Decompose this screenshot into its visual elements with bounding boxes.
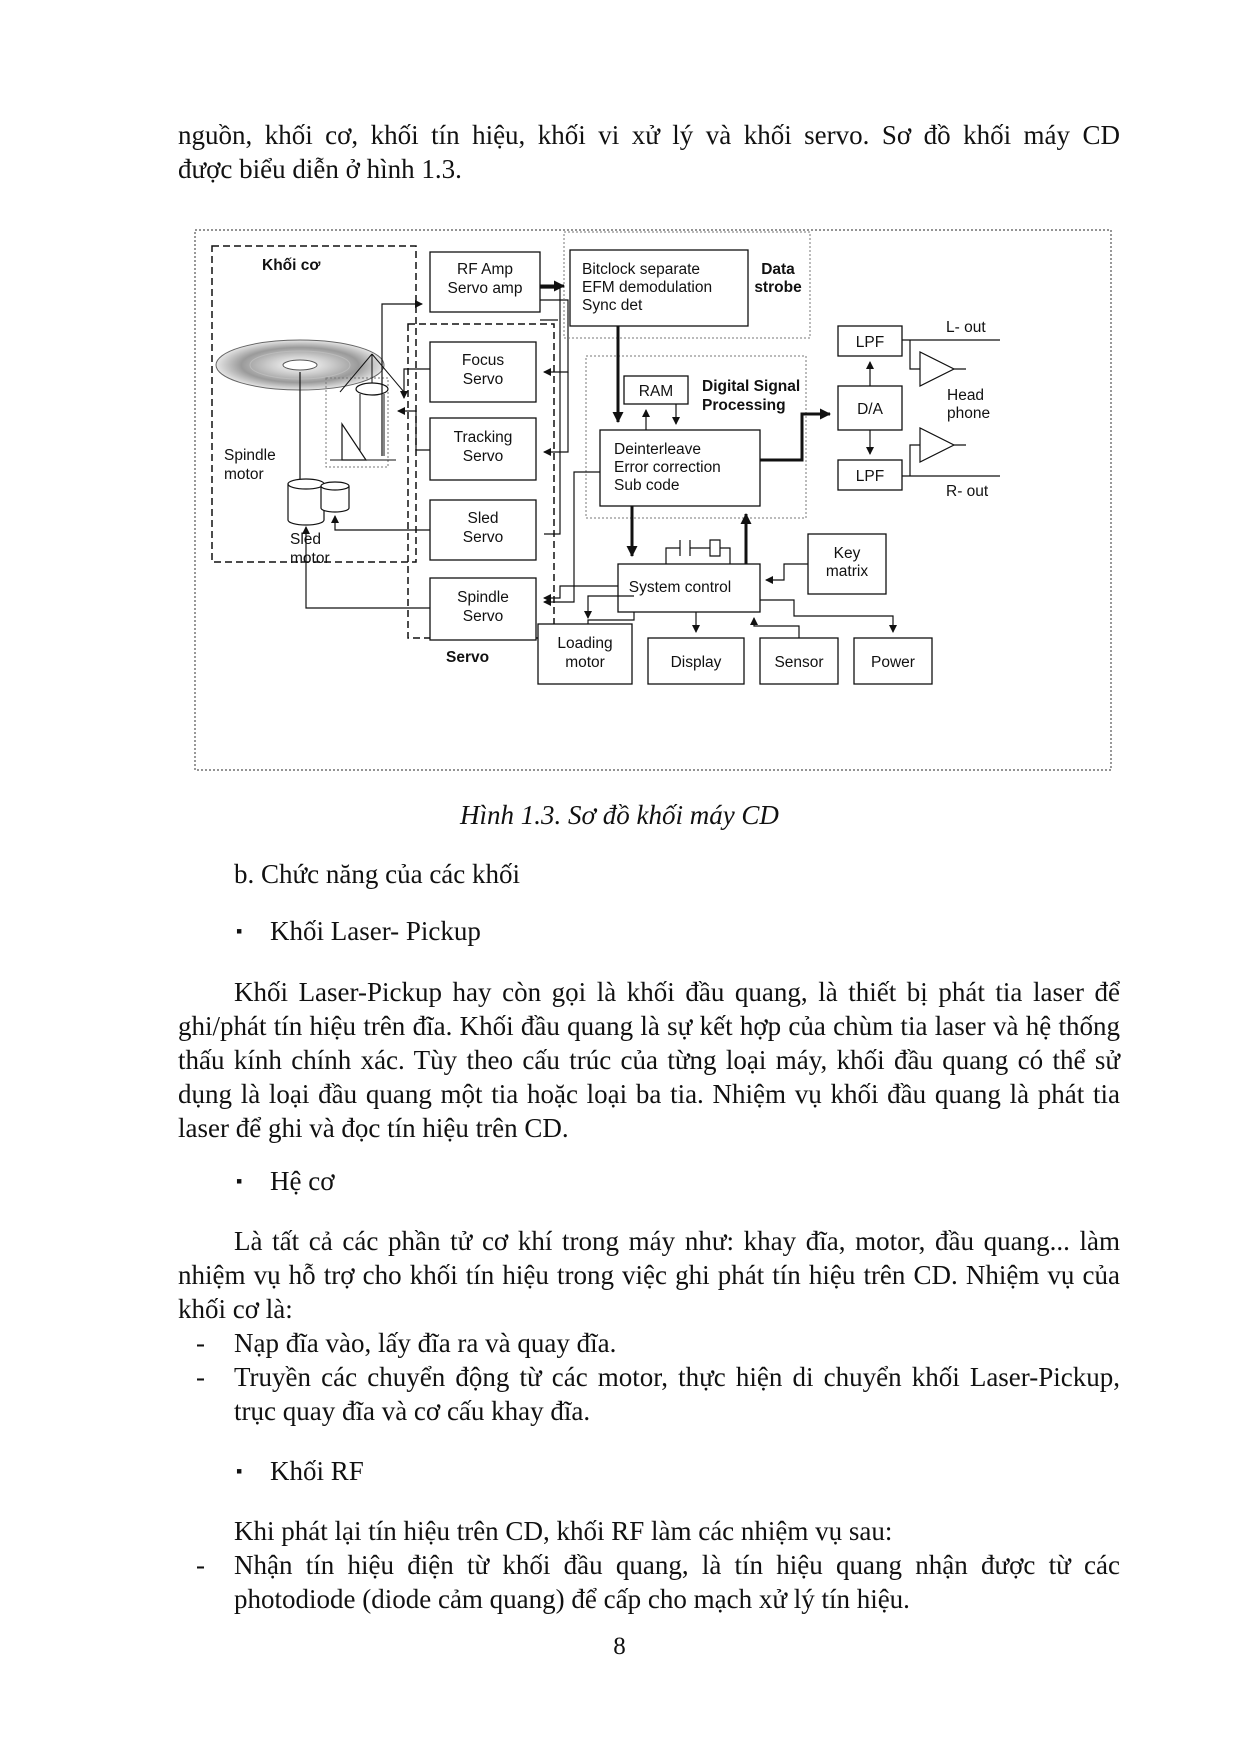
bullet-icon: ▪: [236, 1461, 243, 1481]
spindle-motor-icon: [287, 478, 325, 526]
heco-item-2: Truyền các chuyển động từ các motor, thự…: [234, 1362, 1120, 1426]
headphone-label-2: phone: [947, 405, 990, 422]
diagram-frame: [194, 229, 1112, 771]
deinterleave-label-2: Error correction: [614, 459, 721, 476]
optical-pickup-icon: [325, 353, 405, 468]
intro-line-2: được biểu diễn ở hình 1.3.: [178, 154, 462, 184]
loading-motor-label-2: motor: [565, 654, 605, 671]
dsp-label-1: Digital Signal: [702, 378, 800, 395]
loading-motor-block: [537, 623, 633, 685]
focus-servo-block: [429, 341, 537, 403]
sled-servo-label-2: Servo: [463, 529, 504, 546]
rf-amp-label-1: RF Amp: [457, 261, 513, 278]
khoi-co-group: [211, 245, 417, 563]
bullet-icon: ▪: [236, 921, 243, 941]
intro-line-1: nguồn, khối cơ, khối tín hiệu, khối vi x…: [178, 120, 1120, 150]
sled-motor-icon: [320, 481, 350, 513]
khoi-co-label: Khối cơ: [262, 257, 321, 274]
spindle-servo-block: [429, 577, 537, 641]
servo-group-label: Servo: [446, 649, 489, 666]
system-control-block: [617, 563, 761, 613]
figure-caption: Hình 1.3. Sơ đồ khối máy CD: [460, 800, 779, 830]
deinterleave-label-1: Deinterleave: [614, 441, 701, 458]
switch-icon: [665, 539, 731, 564]
bitclock-label-1: Bitclock separate: [582, 261, 700, 278]
deinterleave-block: [599, 429, 761, 507]
cd-block-diagram: Khối cơ Spindle motor Sled motor RF Amp …: [194, 229, 1112, 771]
bullet-icon: ▪: [236, 1171, 243, 1191]
headphone-label-1: Head: [947, 387, 984, 404]
ram-block: [623, 375, 689, 405]
sec-rf-title: Khối RF: [270, 1456, 364, 1486]
system-control-label: System control: [629, 579, 732, 596]
l-out-label: L- out: [946, 319, 986, 336]
sensor-label: Sensor: [774, 654, 823, 671]
dsp-group: [585, 355, 807, 519]
dsp-label-2: Processing: [702, 397, 786, 414]
deinterleave-label-3: Sub code: [614, 477, 680, 494]
da-label: D/A: [857, 401, 884, 418]
bitclock-block: [569, 249, 749, 327]
power-label: Power: [871, 654, 915, 671]
key-matrix-label-2: matrix: [826, 563, 868, 580]
sled-servo-label-1: Sled: [467, 510, 498, 527]
spindle-servo-label-1: Spindle: [457, 589, 509, 606]
sensor-block: [759, 637, 839, 685]
tracking-servo-block: [429, 417, 537, 481]
focus-servo-label-2: Servo: [463, 371, 504, 388]
sec-heco-title: Hệ cơ: [270, 1166, 335, 1196]
sec-laser-title: Khối Laser- Pickup: [270, 916, 481, 946]
heading-b: b. Chức năng của các khối: [234, 859, 521, 889]
lpf-bottom-label: LPF: [856, 468, 884, 485]
sec-laser-body: Khối Laser-Pickup hay còn gọi là khối đầ…: [178, 977, 1120, 1143]
tracking-servo-label-2: Servo: [463, 448, 504, 465]
dash-marker: -: [196, 1550, 205, 1580]
dash-marker: -: [196, 1328, 205, 1358]
key-matrix-label-1: Key: [834, 545, 861, 562]
intro-paragraph: nguồn, khối cơ, khối tín hiệu, khối vi x…: [178, 118, 1120, 186]
lpf-bottom-block: [837, 459, 903, 491]
spindle-motor-label-2: motor: [224, 466, 264, 483]
dash-marker: -: [196, 1362, 205, 1392]
display-label: Display: [671, 654, 722, 671]
lpf-top-label: LPF: [856, 334, 884, 351]
sec-rf-intro: Khi phát lại tín hiệu trên CD, khối RF l…: [234, 1516, 893, 1546]
loading-motor-label-1: Loading: [557, 635, 612, 652]
rf-item-1: Nhận tín hiệu điện từ khối đầu quang, là…: [234, 1550, 1120, 1614]
bitclock-label-2: EFM demodulation: [582, 279, 712, 296]
spindle-motor-label-1: Spindle: [224, 447, 276, 464]
tracking-servo-label-1: Tracking: [454, 429, 513, 446]
ram-label: RAM: [639, 383, 673, 400]
sled-motor-label-2: motor: [290, 550, 330, 567]
lpf-top-block: [837, 325, 903, 357]
page-number: 8: [613, 1633, 626, 1660]
rf-amp-block: [429, 251, 541, 313]
amp-top-icon: [909, 340, 966, 387]
sled-servo-block: [429, 499, 537, 561]
power-block: [853, 637, 933, 685]
da-block: [837, 385, 903, 431]
sec-heco-body: Là tất cả các phần tử cơ khí trong máy n…: [178, 1226, 1120, 1324]
spindle-servo-label-2: Servo: [463, 608, 504, 625]
key-matrix-block: [807, 533, 887, 595]
bitclock-label-3: Sync det: [582, 297, 643, 314]
heco-item-1: Nạp đĩa vào, lấy đĩa ra và quay đĩa.: [234, 1328, 617, 1358]
data-strobe-label-2: strobe: [754, 279, 802, 296]
rf-amp-label-2: Servo amp: [448, 280, 523, 297]
data-strobe-label-1: Data: [761, 261, 795, 278]
focus-servo-label-1: Focus: [462, 352, 504, 369]
display-block: [647, 637, 745, 685]
r-out-label: R- out: [946, 483, 989, 500]
amp-bottom-icon: [909, 427, 966, 476]
